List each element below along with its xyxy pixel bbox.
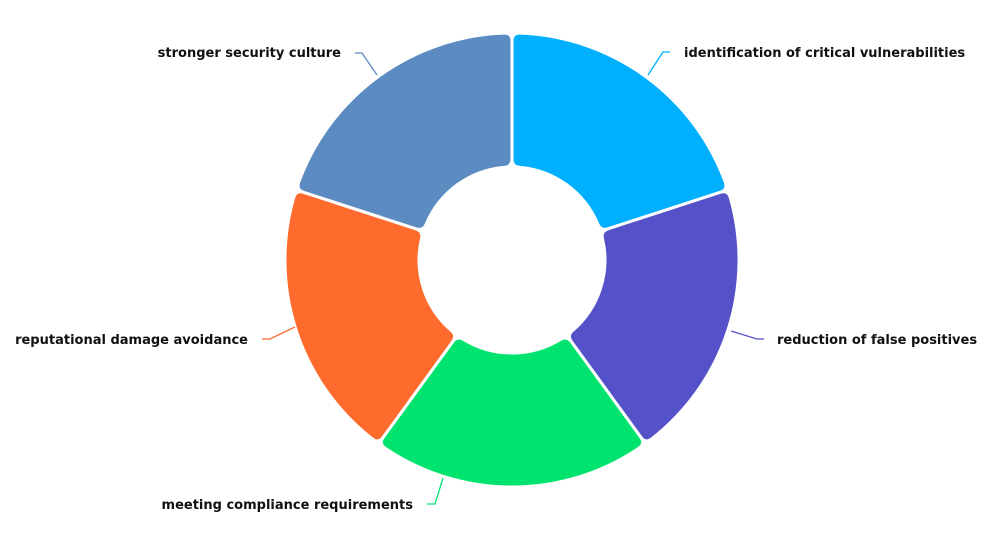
segment-label: identification of critical vulnerabiliti… — [684, 46, 965, 61]
donut-segment-stronger-security-culture[interactable] — [296, 31, 514, 231]
donut-segments — [283, 31, 741, 489]
segment-label: reduction of false positives — [777, 333, 977, 348]
leader-lines — [262, 51, 764, 505]
leader-line — [427, 477, 444, 505]
segment-label: stronger security culture — [158, 46, 342, 61]
segment-label: meeting compliance requirements — [162, 498, 414, 513]
leader-line — [647, 51, 670, 76]
segment-labels: identification of critical vulnerabiliti… — [15, 46, 977, 513]
leader-line — [262, 326, 296, 340]
leader-line — [730, 330, 764, 340]
segment-label: reputational damage avoidance — [15, 333, 248, 348]
leader-line — [355, 52, 378, 76]
